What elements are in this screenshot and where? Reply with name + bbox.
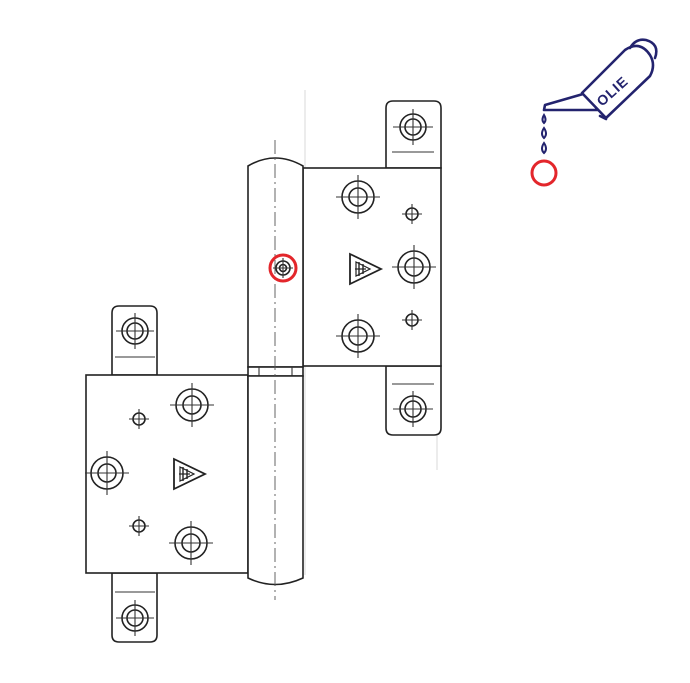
small-hole — [129, 516, 149, 536]
small-hole — [129, 409, 149, 429]
small-hole — [402, 204, 422, 224]
hinge-barrel — [247, 140, 304, 600]
screw-hole — [336, 175, 380, 219]
oil-can-icon — [542, 38, 658, 121]
knuckle-ring — [247, 366, 304, 377]
screw-hole — [392, 383, 434, 427]
screw-hole — [85, 451, 129, 495]
small-hole — [402, 310, 422, 330]
triangle-logo-icon — [349, 252, 384, 286]
screw-hole — [115, 313, 155, 358]
screw-hole — [392, 109, 434, 153]
triangle-logo-icon — [173, 457, 208, 491]
oil-target-marker — [530, 159, 558, 187]
lubrication-point-marker — [268, 253, 298, 283]
screw-hole — [392, 245, 436, 289]
upper-hinge-leaf — [302, 100, 442, 436]
lower-hinge-leaf — [85, 305, 249, 643]
lower-leaf-plate — [85, 374, 249, 574]
screw-hole — [336, 314, 380, 358]
grease-nipple — [273, 258, 293, 278]
lower-knuckle — [247, 375, 304, 586]
screw-hole — [170, 383, 214, 427]
upper-knuckle — [247, 157, 304, 368]
oil-drop-icon — [541, 113, 547, 155]
screw-hole — [115, 591, 155, 636]
screw-hole — [169, 521, 213, 565]
